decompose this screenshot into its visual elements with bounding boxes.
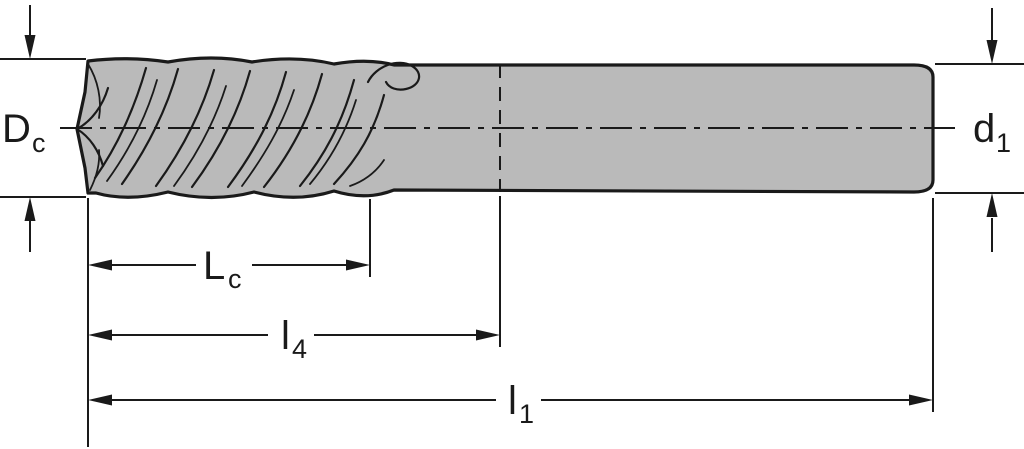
dimension-l4: l 4: [88, 314, 500, 364]
label-cutting-length: L: [203, 244, 225, 288]
flute-lines: [75, 61, 421, 191]
flute-line: [241, 89, 295, 187]
label-cutting-diameter-group: D c: [2, 107, 46, 158]
flute-line: [154, 68, 216, 188]
label-shank-diameter-group: d 1: [973, 107, 1011, 158]
dc-arrow-bottom: [24, 197, 36, 252]
label-shank-diameter: d: [973, 107, 995, 151]
flute-line: [120, 67, 180, 186]
dc-arrow-top: [24, 5, 36, 59]
label-cutting-diameter: D: [2, 107, 31, 151]
label-overall-length: l: [508, 379, 517, 423]
flute-line: [309, 99, 357, 185]
flute-line: [190, 69, 252, 189]
label-overall-length-sub: 1: [519, 399, 534, 429]
flute-line: [262, 72, 324, 189]
dimension-l1: l 1: [88, 379, 933, 429]
flute-runout-curve: [366, 61, 421, 91]
end-tooth-line: [75, 86, 110, 131]
d1-arrow-bottom: [986, 193, 998, 252]
label-shank-diameter-sub: 1: [996, 128, 1011, 158]
flute-line: [226, 70, 288, 189]
flute-line: [298, 78, 356, 188]
flute-runout-curve: [349, 159, 385, 187]
d1-arrow-top: [986, 8, 998, 64]
flute-line: [173, 85, 227, 187]
end-tooth-line: [89, 149, 101, 191]
end-tooth-line: [75, 127, 105, 168]
label-length-l4-sub: 4: [292, 334, 307, 364]
end-tooth-line: [87, 63, 101, 119]
label-cutting-length-sub: c: [228, 264, 242, 294]
label-length-l4: l: [281, 314, 290, 358]
flute-line: [332, 93, 386, 186]
label-cutting-diameter-sub: c: [32, 128, 46, 158]
dimension-lc: L c: [88, 244, 370, 294]
flute-line: [106, 79, 158, 182]
